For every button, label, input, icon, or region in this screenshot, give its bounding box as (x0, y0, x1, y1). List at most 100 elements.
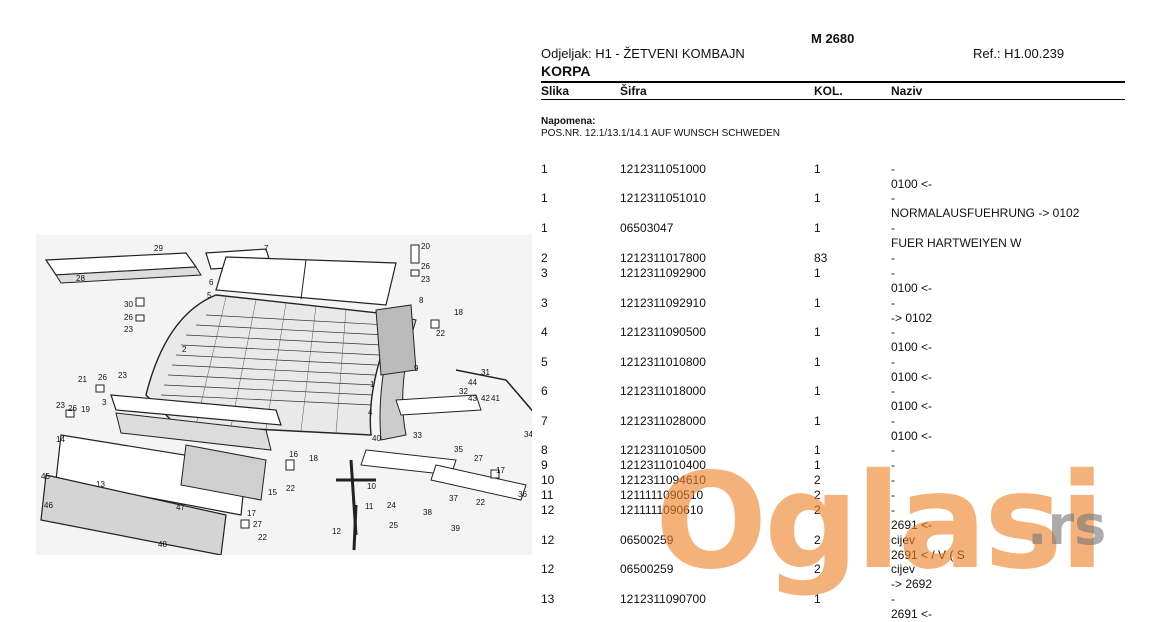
callout-label: 27 (253, 520, 262, 529)
reference-number: Ref.: H1.00.239 (973, 46, 1065, 61)
callout-label: 23 (124, 325, 133, 334)
cell-sifra: 06500259 (620, 533, 674, 547)
cell-slika: 10 (541, 473, 555, 487)
callout-label: 22 (436, 329, 445, 338)
naziv-line-1: - (891, 266, 895, 280)
cell-naziv: -2691 <- (891, 592, 932, 622)
callout-label: 26 (98, 373, 107, 382)
callout-label: 9 (414, 364, 419, 373)
naziv-line-1: - (891, 473, 895, 487)
cell-sifra: 1212311010400 (620, 458, 706, 472)
cell-kol: 1 (814, 325, 821, 339)
naziv-line-1: - (891, 384, 895, 398)
callout-label: 33 (413, 431, 422, 440)
callout-label: 23 (118, 371, 127, 380)
cell-naziv: -0100 <- (891, 355, 932, 385)
cell-kol: 1 (814, 414, 821, 428)
cell-naziv: -0100 <- (891, 384, 932, 414)
cell-slika: 3 (541, 266, 548, 280)
callout-label: 8 (419, 296, 424, 305)
callout-label: 24 (387, 501, 396, 510)
cell-kol: 2 (814, 473, 821, 487)
column-header-kol: KOL. (814, 84, 843, 98)
callout-label: 5 (207, 291, 212, 300)
cell-slika: 5 (541, 355, 548, 369)
callout-label: 4 (368, 408, 373, 417)
cell-naziv: - (891, 473, 895, 488)
cell-kol: 1 (814, 458, 821, 472)
callout-label: 31 (481, 368, 490, 377)
callout-label: 18 (309, 454, 318, 463)
cell-naziv: -2691 <- (891, 503, 932, 533)
callout-label: 22 (476, 498, 485, 507)
cell-slika: 1 (541, 221, 548, 235)
callout-label: 11 (365, 502, 374, 511)
naziv-line-1: - (891, 355, 895, 369)
naziv-line-1: - (891, 488, 895, 502)
callout-label: 17 (247, 509, 256, 518)
cell-slika: 3 (541, 296, 548, 310)
callout-label: 13 (96, 480, 105, 489)
naziv-line-2: 0100 <- (891, 177, 933, 191)
naziv-line-1: - (891, 251, 895, 265)
cell-slika: 1 (541, 191, 548, 205)
callout-label: 7 (264, 244, 269, 253)
callout-label: 30 (124, 300, 133, 309)
callout-label: 12 (332, 527, 341, 536)
naziv-line-2: 0100 <- (891, 281, 933, 295)
callout-label: 26 (68, 404, 77, 413)
naziv-line-2: 0100 <- (891, 429, 933, 443)
cell-kol: 2 (814, 503, 821, 517)
cell-slika: 7 (541, 414, 548, 428)
callout-label: 42 (481, 394, 490, 403)
callout-label: 23 (56, 401, 65, 410)
callout-label: 17 (496, 466, 505, 475)
cell-naziv: - (891, 251, 895, 266)
callout-label: 19 (81, 405, 90, 414)
cell-kol: 1 (814, 191, 821, 205)
cell-naziv: -0100 <- (891, 266, 932, 296)
callout-label: 23 (421, 275, 430, 284)
cell-kol: 1 (814, 443, 821, 457)
callout-label: 27 (474, 454, 483, 463)
cell-naziv: -0100 <- (891, 325, 932, 355)
naziv-line-2: FUER HARTWEIYEN W (891, 236, 1022, 250)
callout-label: 40 (372, 434, 381, 443)
naziv-line-1: cijev (891, 562, 916, 576)
callout-label: 14 (56, 435, 65, 444)
cell-kol: 1 (814, 162, 821, 176)
cell-naziv: cijev-> 2692 (891, 562, 932, 592)
cell-slika: 2 (541, 251, 548, 265)
cell-slika: 9 (541, 458, 548, 472)
callout-label: 20 (421, 242, 430, 251)
naziv-line-2: 2691 <- (891, 607, 933, 621)
naziv-line-1: cijev (891, 533, 916, 547)
callout-label: 44 (468, 378, 477, 387)
callout-label: 21 (78, 375, 87, 384)
cell-kol: 1 (814, 355, 821, 369)
cell-sifra: 06503047 (620, 221, 674, 235)
callout-label: 41 (491, 394, 500, 403)
naziv-line-1: - (891, 458, 895, 472)
note-heading: Napomena: (541, 116, 596, 127)
callout-label: 35 (454, 445, 463, 454)
cell-slika: 1 (541, 162, 548, 176)
column-header-slika: Slika (541, 84, 570, 98)
cell-sifra: 1212311092910 (620, 296, 706, 310)
callout-label: 48 (158, 540, 167, 549)
cell-kol: 1 (814, 384, 821, 398)
callout-label: 25 (389, 521, 398, 530)
naziv-line-2: -> 2692 (891, 577, 933, 591)
cell-kol: 1 (814, 221, 821, 235)
cell-naziv: -FUER HARTWEIYEN W (891, 221, 1021, 251)
callout-label: 6 (209, 278, 214, 287)
